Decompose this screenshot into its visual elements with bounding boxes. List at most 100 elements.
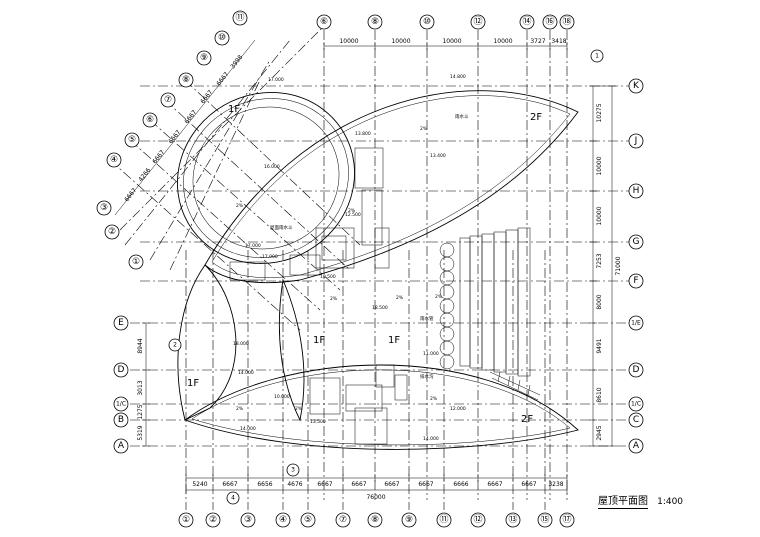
svg-text:E: E [118,318,124,328]
svg-text:18.000: 18.000 [233,341,249,347]
svg-text:11.000: 11.000 [423,351,439,357]
axis-grid-horizontal [130,85,630,447]
svg-text:雨水斗: 雨水斗 [455,113,469,120]
svg-text:屋面雨水斗: 屋面雨水斗 [270,224,293,231]
dim-bottom-6: 6667 [351,481,366,488]
svg-text:14.000: 14.000 [238,370,254,376]
svg-text:16.000: 16.000 [264,164,280,170]
svg-text:B: B [118,415,124,425]
svg-text:2%: 2% [396,295,404,301]
svg-text:C: C [633,415,639,425]
svg-text:2%: 2% [430,396,438,402]
drawing-scale: 1:400 [657,497,684,507]
dim-top-2: 10000 [391,38,410,45]
dim-bottom-4: 4676 [287,481,302,488]
grid-bubbles-diagonal: ⑪ ⑩ ⑨ ⑧ ⑦ ⑥ ⑤ ④ ③ ② ① [96,10,248,270]
dim-left-3: 1275 [137,404,144,419]
dim-diag-5: 6667 [167,129,182,145]
dim-bottom-3: 6656 [257,481,272,488]
svg-text:17.000: 17.000 [268,77,284,83]
dim-diag-4: 6667 [183,109,198,125]
svg-text:A: A [633,441,640,451]
svg-text:②: ② [209,515,217,525]
building-outlines [177,90,579,450]
dim-top-4: 10000 [493,38,512,45]
dim-right-7: 8610 [596,387,603,402]
dim-bottom-7: 6667 [384,481,399,488]
svg-text:2%: 2% [348,208,356,214]
svg-text:雨水管: 雨水管 [420,315,434,322]
svg-text:⑥: ⑥ [146,115,154,125]
svg-text:⑧: ⑧ [182,75,190,85]
drawing-title: 屋顶平面图 [598,496,648,509]
svg-text:13.400: 13.400 [430,153,446,159]
svg-text:⑧: ⑧ [371,515,379,525]
svg-text:17.000: 17.000 [262,254,278,260]
grid-bubbles-top: ⑥ ⑧ ⑩ ⑫ ⑭ ⑯ ⑱ [316,14,575,30]
dim-right-total: 71000 [615,256,622,275]
floor-label-1f-left: 1F [187,378,199,389]
dimension-top: 10000 10000 10000 10000 3727 3418 [323,38,568,50]
floor-label-1f-right: 1F [388,335,400,346]
dim-bottom-5: 6667 [317,481,332,488]
svg-text:10.500: 10.500 [320,274,336,280]
svg-text:⑮: ⑮ [540,514,549,525]
svg-text:⑩: ⑩ [423,17,431,27]
svg-text:⑥: ⑥ [320,17,328,27]
svg-text:2%: 2% [330,296,338,302]
dim-right-4: 7253 [596,253,603,268]
detail-markers: 1 2 3 4 [168,49,604,505]
svg-text:⑫: ⑫ [473,514,482,525]
dimension-left: 8944 3013 1275 5319 [137,322,150,447]
svg-text:⑪: ⑪ [439,514,448,525]
svg-text:2: 2 [173,342,177,349]
svg-text:3: 3 [291,467,295,474]
dim-bottom-2: 6667 [222,481,237,488]
floor-labels: 1F 2F 1F 1F 1F 2F [187,104,542,425]
svg-text:③: ③ [244,515,252,525]
svg-text:H: H [633,186,640,196]
svg-text:④: ④ [279,515,287,525]
drainage-notes: 雨水斗 屋面雨水斗 雨水管 排水沟 [270,113,469,380]
drawing-title-block: 屋顶平面图 1:400 [598,489,684,509]
svg-text:1: 1 [595,53,599,60]
svg-text:⑤: ⑤ [128,135,136,145]
dim-bottom-10: 6667 [487,481,502,488]
svg-text:③: ③ [100,203,108,213]
svg-text:2%: 2% [435,294,443,300]
svg-text:J: J [634,136,638,146]
dim-top-1: 10000 [339,38,358,45]
svg-text:⑧: ⑧ [371,17,379,27]
slope-labels: 2% 2% 2% 2% 2% 2% 2% 2% 2% [236,126,443,412]
svg-text:⑰: ⑰ [562,514,571,525]
dim-right-1: 10275 [596,103,603,122]
dim-bottom-1: 5240 [192,481,207,488]
svg-text:⑬: ⑬ [508,514,517,525]
interior-details [229,147,541,445]
floor-label-1f-ellipse: 1F [228,104,240,115]
elevation-labels: 14.800 13.400 16.000 17.000 13.800 17.00… [233,74,466,442]
dimension-diagonal: 3998 6667 6667 6667 6667 6667 4266 6667 [114,39,256,216]
dim-bottom-9: 6666 [453,481,468,488]
svg-text:⑪: ⑪ [235,12,244,23]
dimension-right: 10275 10000 10000 7253 8000 9491 8610 29… [589,85,622,447]
svg-text:18.500: 18.500 [372,305,388,311]
dimension-bottom: 5240 6667 6656 4676 6667 6667 6667 6667 … [185,474,568,501]
svg-text:14.000: 14.000 [423,436,439,442]
svg-text:⑩: ⑩ [218,33,226,43]
dim-diag-6: 6667 [151,149,166,165]
svg-text:14.800: 14.800 [450,74,466,80]
svg-text:10.000: 10.000 [274,394,290,400]
svg-text:12.000: 12.000 [450,406,466,412]
svg-text:⑯: ⑯ [545,16,554,27]
floor-label-2f-lower: 2F [521,414,533,425]
dim-bottom-12: 3238 [548,481,563,488]
svg-text:①: ① [182,515,190,525]
svg-text:排水沟: 排水沟 [420,373,434,380]
svg-text:1/C: 1/C [631,401,641,408]
dim-left-1: 8944 [137,338,144,353]
dim-top-3: 10000 [442,38,461,45]
grid-bubbles-bottom: ① ② ③ ④ ⑤ ⑦ ⑧ ⑨ ⑪ ⑫ ⑬ ⑮ ⑰ [178,512,575,528]
dim-right-5: 8000 [596,294,603,309]
